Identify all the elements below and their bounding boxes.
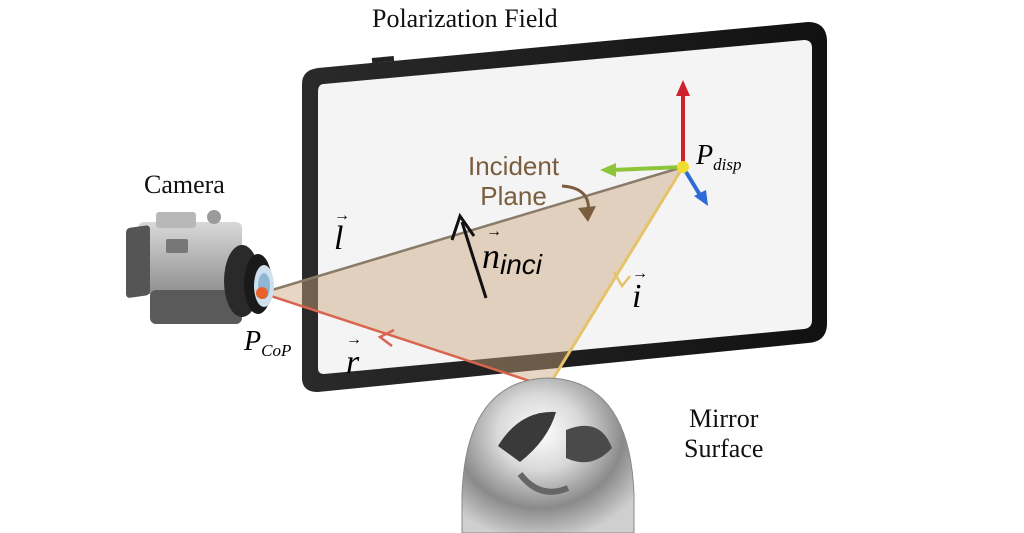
mirror-surface-label: Mirror Surface	[684, 404, 763, 464]
ray-r-arrowhead	[377, 328, 395, 347]
p-disp-dot	[677, 161, 689, 173]
p-cop-label: PCoP	[244, 326, 292, 360]
title-label: Polarization Field	[372, 4, 558, 33]
vector-i-text: i	[632, 278, 642, 315]
display-top-button	[371, 56, 395, 63]
incident-plane-label-line2: Plane	[480, 180, 547, 211]
p-disp-main: P	[696, 140, 714, 171]
vector-r-text: r	[346, 344, 360, 381]
incident-plane-label-line1: Incident	[468, 151, 560, 181]
p-cop-sub: CoP	[261, 341, 292, 360]
camera-label: Camera	[144, 170, 225, 199]
vector-l-arrow: →	[334, 207, 350, 224]
incident-plane-label: Incident Plane	[468, 151, 560, 212]
normal-vector	[450, 212, 488, 299]
display-screen	[318, 40, 812, 374]
ray-r	[261, 291, 549, 389]
p-disp-label: Pdisp	[696, 140, 742, 174]
mirror-label-line1: Mirror	[689, 404, 759, 433]
polarization-display	[302, 22, 827, 392]
vector-r-label: → r	[346, 332, 362, 381]
plane-curved-arrowhead	[578, 206, 596, 222]
vector-r-arrow: →	[346, 331, 362, 348]
mirror-sphere-icon	[461, 377, 635, 533]
vector-i-arrow: →	[632, 265, 648, 282]
p-cop-main: P	[244, 326, 262, 357]
p-cop-dot	[256, 287, 268, 299]
vector-l-text: l	[334, 220, 344, 257]
normal-vector-label: →ninci	[482, 224, 543, 280]
coordinate-axes-icon	[600, 80, 708, 206]
p-disp-sub: disp	[713, 155, 742, 174]
incident-plane	[262, 167, 683, 387]
camera-icon	[126, 210, 274, 324]
normal-vector-arrow: →	[486, 223, 502, 240]
normal-vector-sub: inci	[500, 249, 543, 280]
vector-l-label: → l	[334, 208, 350, 257]
mirror-label-line2: Surface	[684, 433, 764, 463]
ray-l	[261, 165, 684, 295]
ray-i-arrowhead	[612, 271, 631, 289]
vector-i-label: → i	[632, 266, 648, 315]
normal-vector-n: n	[482, 236, 500, 276]
